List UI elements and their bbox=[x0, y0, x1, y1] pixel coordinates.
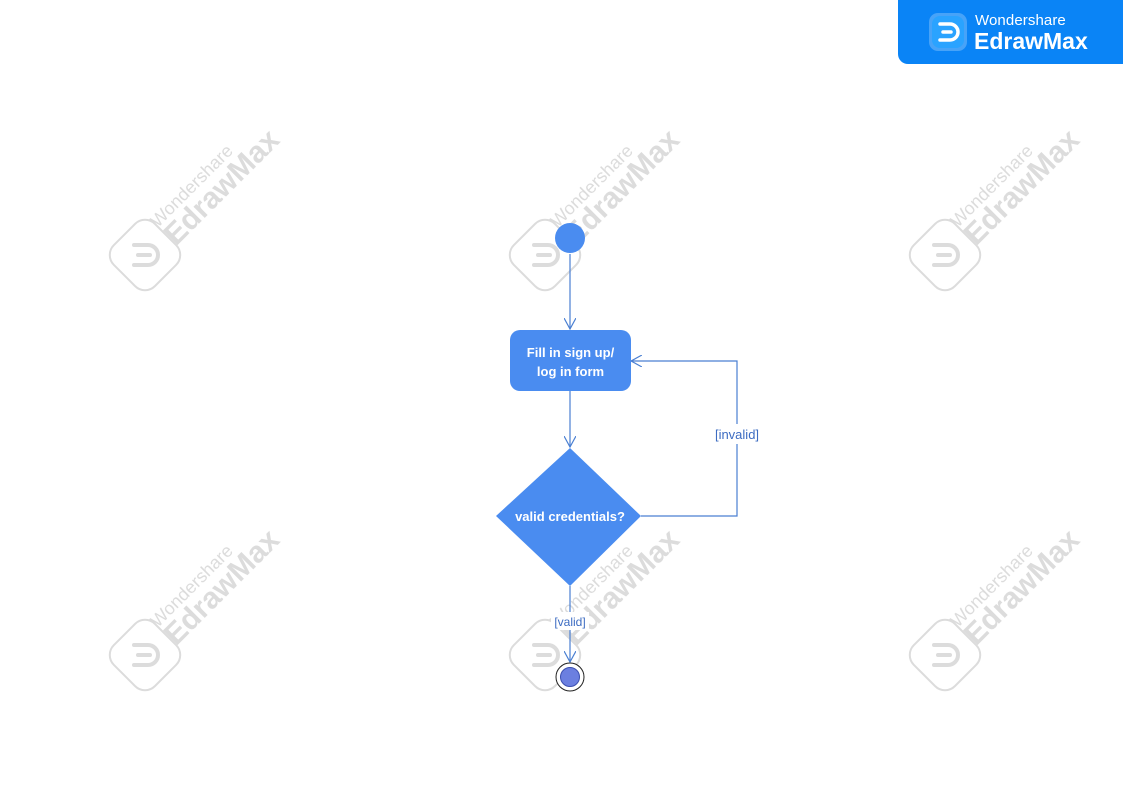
action-label-line1: Fill in sign up/ bbox=[527, 345, 615, 360]
watermark-top-center: Wondershare EdrawMax bbox=[501, 123, 686, 299]
edrawmax-logo-icon bbox=[929, 13, 967, 51]
action-label-line2: log in form bbox=[537, 364, 604, 379]
watermark-bottom-right: Wondershare EdrawMax bbox=[901, 523, 1086, 699]
guard-valid-label: [valid] bbox=[554, 615, 585, 629]
watermark-top-left: Wondershare EdrawMax bbox=[101, 123, 286, 299]
guard-valid-background bbox=[551, 612, 589, 630]
watermark-bottom-left: Wondershare EdrawMax bbox=[101, 523, 286, 699]
initial-node[interactable] bbox=[555, 223, 585, 253]
guard-invalid-label: [invalid] bbox=[715, 427, 759, 442]
decision-node[interactable]: valid credentials? bbox=[496, 448, 641, 586]
action-fill-in-form[interactable]: Fill in sign up/ log in form bbox=[510, 330, 631, 391]
final-node[interactable] bbox=[555, 662, 585, 692]
brand-badge: Wondershare EdrawMax bbox=[898, 0, 1123, 64]
brand-vendor: Wondershare bbox=[975, 12, 1066, 29]
decision-label: valid credentials? bbox=[515, 509, 625, 524]
brand-product: EdrawMax bbox=[974, 28, 1088, 54]
watermark-top-right: Wondershare EdrawMax bbox=[901, 123, 1086, 299]
guard-invalid-background bbox=[711, 424, 763, 444]
